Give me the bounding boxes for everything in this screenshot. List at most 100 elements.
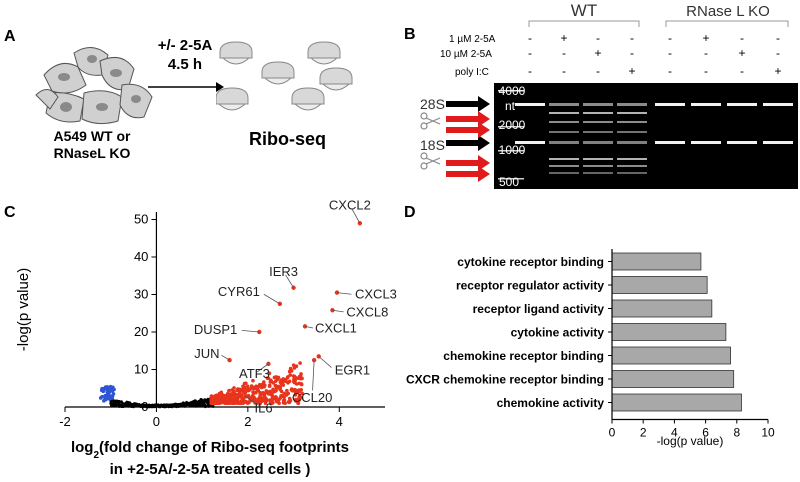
enrichment-category-label: chemokine activity [497,396,605,410]
gel-band [617,131,647,133]
ns-point [204,399,208,402]
ns-point [199,398,203,401]
up-point [273,383,278,388]
up-point [251,391,256,395]
cell-caption-line2: RNaseL KO [53,145,131,161]
up-point [278,380,283,384]
up-point [293,390,298,394]
scissors-icon [420,112,441,170]
up-point [268,401,273,406]
leader-line [285,274,294,288]
up-point [245,401,250,406]
x-tick-label: -2 [59,414,71,429]
lane-sign: - [562,46,566,60]
ns-point [114,399,117,403]
x-tick-label: 10 [761,426,775,440]
y-tick-label: 30 [134,287,148,302]
leader-line [336,292,352,295]
gel-band [515,141,545,144]
gene-label: CXCL3 [355,287,397,302]
ns-point [166,403,170,407]
up-point [274,395,278,400]
ladder-500: 500 [499,175,519,189]
gel-band [655,141,685,144]
treatment-line2: 4.5 h [167,56,203,73]
leader-line [332,309,344,313]
gene-label: JUN [194,346,219,361]
enrichment-bar [611,276,708,294]
volcano-y-axis-label: -log(p value) [15,268,32,351]
up-point [269,391,273,396]
up-point [214,401,218,406]
up-point [230,388,235,392]
volcano-x-axis-label-line2: in +2-5A/-2-5A treated cells ) [110,461,311,478]
lane-sign: - [740,64,744,78]
enrichment-category-label: receptor regulator activity [456,279,604,293]
gene-label: EGR1 [335,362,370,377]
leader-line [245,396,261,407]
gel-band [691,141,721,144]
ns-point [164,405,168,409]
panel-b-label: B [404,26,416,43]
gel-band [583,103,613,106]
gel-band [583,141,613,144]
gel-band [583,131,613,133]
down-point [104,394,109,399]
enrichment-bar [611,393,742,412]
up-point [264,397,269,401]
up-point [238,401,243,406]
up-point [217,396,222,401]
lane-sign: + [628,64,635,78]
ribosomes-illustration [216,41,353,111]
red-arrow-icon [446,111,490,182]
up-point [285,375,290,380]
a549-cells-illustration [35,47,153,125]
ladder-band [498,126,524,128]
leader-line [256,363,269,373]
gene-label: DUSP1 [194,322,237,337]
up-point [240,396,245,401]
gene-label: CCL20 [292,390,332,405]
enrichment-category-label: chemokine receptor binding [443,349,604,363]
ns-point [194,402,198,406]
gel-band [655,103,685,106]
ladder-1000: 1000 [499,143,526,157]
gene-label: CYR61 [218,284,260,299]
up-point [246,387,251,391]
ns-point [126,401,130,404]
up-point [258,394,262,399]
up-point [296,401,300,405]
leader-line [318,356,332,368]
gel-band [583,158,613,160]
gel-band [617,121,647,123]
enrichment-category-label: receptor ligand activity [473,302,605,316]
gel-band [549,131,579,133]
enrichment-bar [611,370,735,388]
up-point [231,390,236,395]
ns-point [142,403,145,407]
enrichment-x-axis-label: -log(p value) [657,434,724,448]
enrichment-bar [611,299,713,318]
gel-band [617,112,647,114]
ns-point [132,405,135,409]
down-point [100,386,104,391]
label-28s: 28S [420,96,445,112]
up-point [285,388,289,393]
x-tick-label: 8 [733,426,740,440]
ns-point [117,399,121,403]
gene-label: CXCL2 [329,200,371,212]
cell-caption-line1: A549 WT or [53,128,131,144]
up-point [268,378,273,382]
up-point [251,386,256,390]
lane-sign: - [668,64,672,78]
ladder-2000: 2000 [499,118,526,132]
x-tick-label: 0 [153,414,160,429]
up-point [266,390,271,394]
gel-band [727,103,757,106]
gel-band [549,158,579,160]
row-label-polyic: poly I:C [455,67,489,78]
gel-band [763,141,793,144]
lane-sign: - [630,31,634,45]
up-point [277,384,281,389]
ladder-band [498,90,524,92]
